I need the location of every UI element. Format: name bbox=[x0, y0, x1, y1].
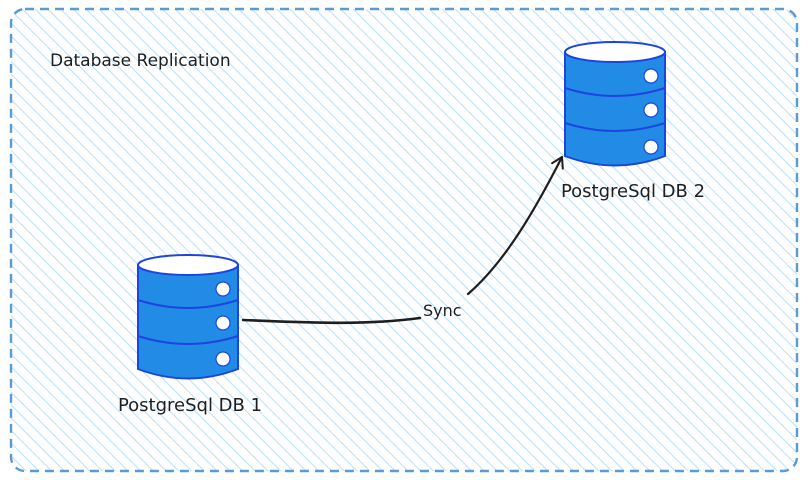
database-icon bbox=[137, 254, 239, 380]
edge-label-sync: Sync bbox=[423, 301, 462, 320]
group-border bbox=[9, 7, 799, 473]
node-postgresql-db1[interactable]: PostgreSql DB 1 bbox=[118, 254, 262, 416]
sync-arrow-line-1 bbox=[241, 316, 422, 325]
node-postgresql-db2[interactable]: PostgreSql DB 2 bbox=[561, 41, 705, 202]
sync-arrow-line-2 bbox=[466, 155, 564, 296]
node-label-db2: PostgreSql DB 2 bbox=[561, 181, 705, 202]
edge-sync[interactable]: Sync bbox=[241, 155, 564, 325]
database-icon bbox=[564, 41, 666, 167]
node-label-db1: PostgreSql DB 1 bbox=[118, 395, 262, 416]
group-title: Database Replication bbox=[50, 51, 231, 71]
